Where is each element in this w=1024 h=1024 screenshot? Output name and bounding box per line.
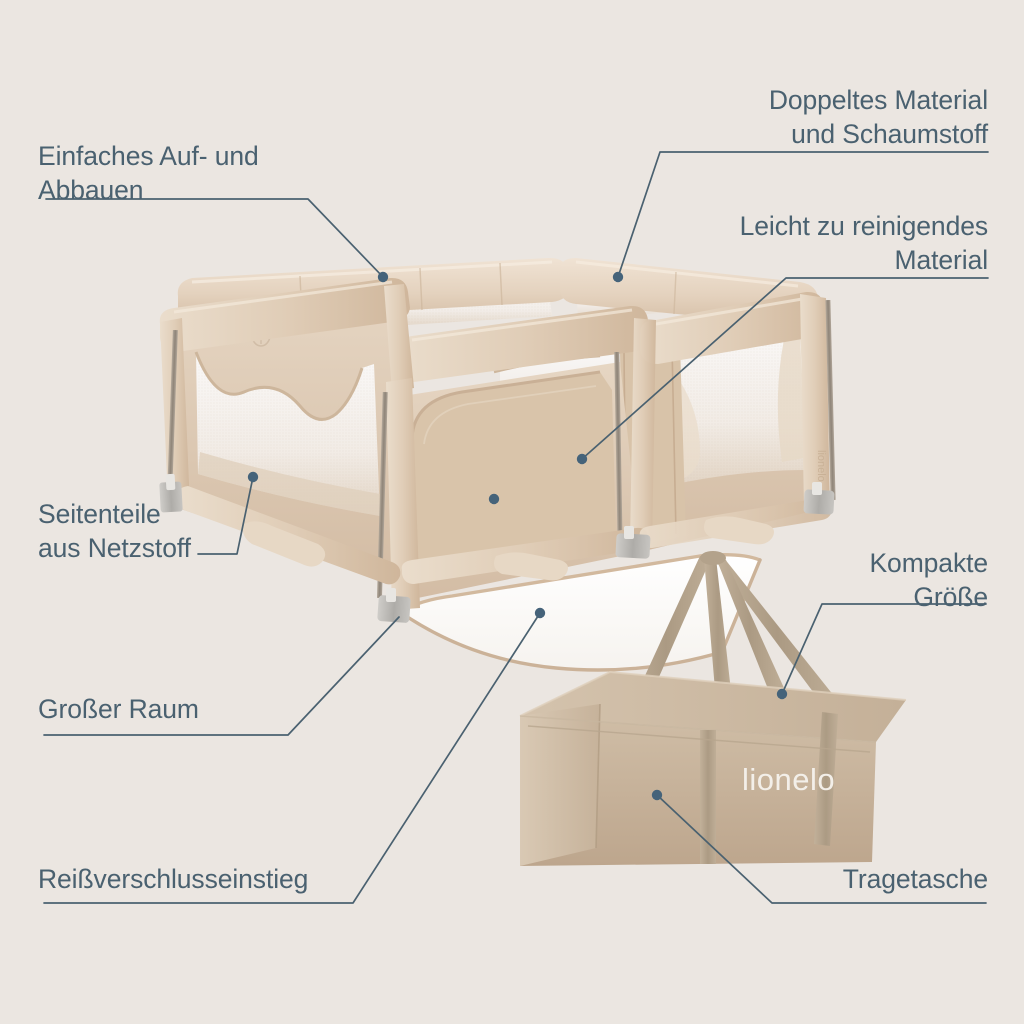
- bag-top-face: [520, 672, 906, 742]
- callout-tragetasche: Tragetasche: [842, 864, 988, 894]
- leader-einfaches: [45, 198, 384, 278]
- leader-trage: [656, 794, 987, 904]
- bag-brand-label: lionelo: [742, 762, 835, 797]
- dot-trage: [651, 789, 663, 801]
- corner-post-front: [386, 378, 420, 610]
- leader-lines: [43, 151, 989, 904]
- metal-foot-right: [803, 482, 835, 515]
- dot-seiten: [247, 471, 259, 483]
- bottom-rails: [177, 486, 832, 585]
- dot-leicht: [576, 453, 588, 465]
- metal-foot-center: [615, 526, 651, 559]
- leader-reiss: [43, 612, 541, 904]
- corner-post-right: lionelo: [800, 294, 830, 512]
- corner-post-center: [384, 284, 414, 392]
- playpen: lionelo: [159, 257, 836, 623]
- callout-seitenteile-aus-netzstoff: Seitenteile aus Netzstoff: [38, 499, 191, 564]
- bag-front-face: [520, 716, 876, 866]
- leader-seiten: [197, 476, 254, 555]
- dot-einfaches: [377, 271, 389, 283]
- top-rail-front: [397, 305, 650, 382]
- callout-leicht-zu-reinigendes-material: Leicht zu reinigendes Material: [739, 211, 988, 276]
- callout-doppeltes-material-und-schaumstoff: Doppeltes Material und Schaumstoff: [768, 85, 988, 150]
- carry-bag: lionelo: [519, 551, 907, 866]
- callout-grosser-raum: Großer Raum: [38, 694, 199, 724]
- callout-kompakte-groesse: Kompakte Größe: [869, 548, 988, 613]
- leader-endpoints: [247, 271, 788, 801]
- bag-end-panel: [520, 704, 600, 866]
- leader-kompakt: [781, 603, 987, 695]
- top-rail-right: [640, 291, 826, 364]
- metal-foot-left: [159, 473, 183, 513]
- dot-kompakt: [776, 688, 788, 700]
- leader-gross: [43, 616, 400, 736]
- callout-einfaches-auf-und-abbauen: Einfaches Auf- und Abbauen: [38, 141, 259, 206]
- corner-post-back: [630, 318, 656, 548]
- leader-leicht: [581, 277, 989, 460]
- dot-doppeltes: [612, 271, 624, 283]
- panel-back-right: [640, 296, 826, 552]
- leader-doppeltes: [617, 151, 989, 278]
- post-brand-label: lionelo: [815, 450, 827, 482]
- corner-post-left: [160, 318, 190, 508]
- metal-foot-front: [377, 588, 411, 623]
- dot-gross: [488, 493, 500, 505]
- dot-reiss: [534, 607, 546, 619]
- top-rail-left: [159, 277, 410, 352]
- support-rods: [166, 299, 836, 599]
- callout-reissverschlusseinstieg: Reißverschlusseinstieg: [38, 864, 309, 894]
